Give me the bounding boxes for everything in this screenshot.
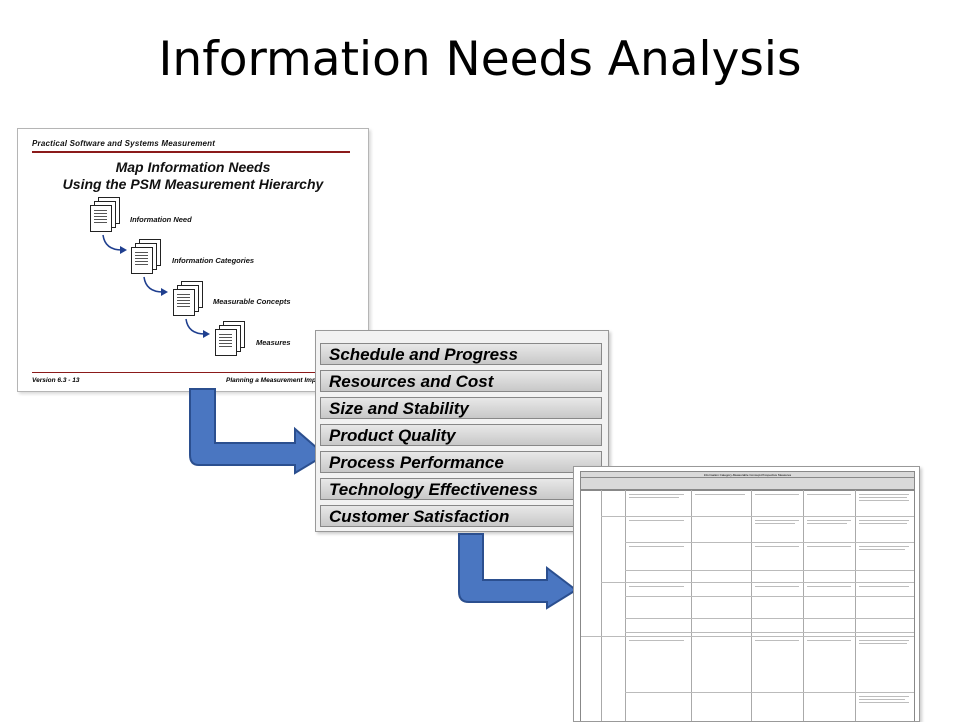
header-rule bbox=[32, 151, 350, 153]
flow-arrow-icon bbox=[189, 388, 327, 475]
level-information-categories: Information Categories bbox=[172, 256, 255, 265]
document-stack-icon bbox=[90, 197, 120, 232]
category-item: Customer Satisfaction bbox=[320, 505, 602, 527]
table-column-header bbox=[580, 477, 915, 491]
document-stack-icon bbox=[215, 321, 245, 356]
footer-rule bbox=[32, 372, 350, 373]
slide-title: Information Needs Analysis bbox=[158, 32, 802, 87]
category-item: Process Performance bbox=[320, 451, 602, 473]
document-stack-icon bbox=[173, 281, 203, 316]
category-item: Size and Stability bbox=[320, 397, 602, 419]
level-measurable-concepts: Measurable Concepts bbox=[213, 297, 291, 306]
hierarchy-title-1: Map Information Needs bbox=[115, 159, 271, 175]
level-measures: Measures bbox=[256, 338, 291, 347]
psm-hierarchy-thumbnail: Practical Software and Systems Measureme… bbox=[17, 128, 369, 392]
psm-header: Practical Software and Systems Measureme… bbox=[32, 139, 216, 148]
hierarchy-title-2: Using the PSM Measurement Hierarchy bbox=[62, 176, 324, 192]
category-item: Technology Effectiveness bbox=[320, 478, 602, 500]
version-label: Version 6.3 - 13 bbox=[32, 377, 80, 384]
footer-title: Planning a Measurement Impl bbox=[226, 377, 318, 384]
curved-arrow-icon bbox=[185, 318, 210, 338]
curved-arrow-icon bbox=[143, 276, 168, 296]
level-information-need: Information Need bbox=[130, 215, 192, 224]
category-item: Product Quality bbox=[320, 424, 602, 446]
flow-arrow-icon bbox=[458, 533, 578, 610]
information-categories-thumbnail: Schedule and Progress Resources and Cost… bbox=[315, 330, 609, 532]
table-body bbox=[580, 489, 915, 721]
measures-table-thumbnail: Information Category-Measurable Concept-… bbox=[573, 466, 920, 722]
document-stack-icon bbox=[131, 239, 161, 274]
category-item: Resources and Cost bbox=[320, 370, 602, 392]
category-item: Schedule and Progress bbox=[320, 343, 602, 365]
curved-arrow-icon bbox=[102, 234, 127, 254]
